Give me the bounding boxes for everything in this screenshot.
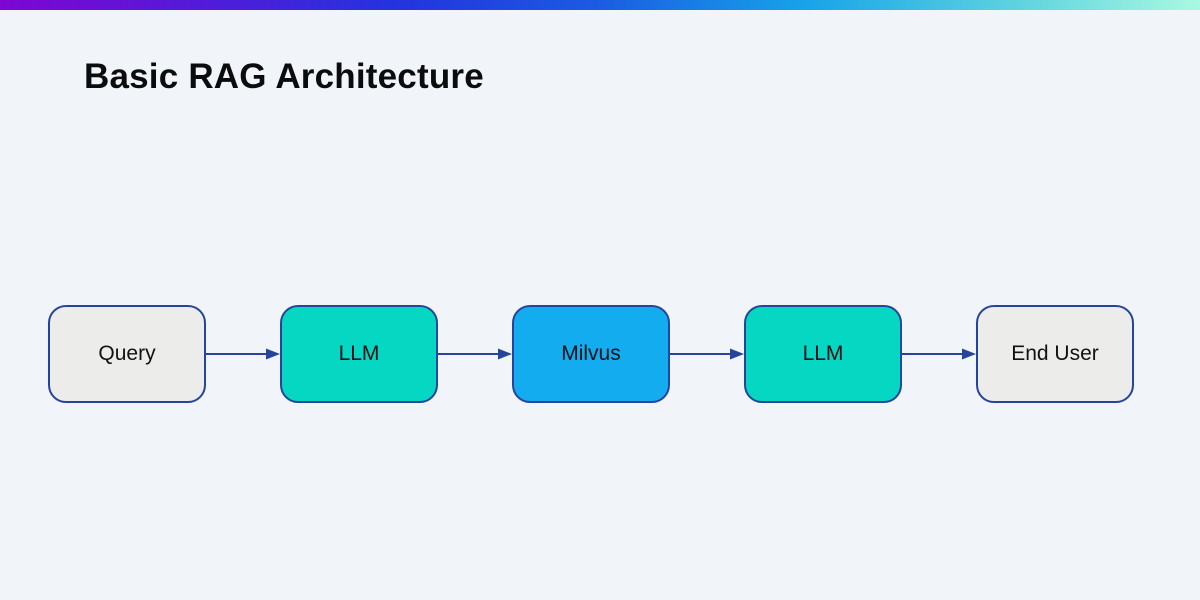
diagram-node-milvus: Milvus bbox=[512, 305, 670, 403]
page-title: Basic RAG Architecture bbox=[84, 57, 484, 96]
node-label: LLM bbox=[338, 342, 380, 365]
diagram-node-end-user: End User bbox=[976, 305, 1134, 403]
node-label: LLM bbox=[802, 342, 844, 365]
diagram-node-llm-1: LLM bbox=[280, 305, 438, 403]
node-label: Query bbox=[98, 342, 156, 365]
gradient-accent-bar bbox=[0, 0, 1200, 10]
flow-arrow bbox=[670, 348, 744, 360]
diagram-node-llm-2: LLM bbox=[744, 305, 902, 403]
flow-arrow bbox=[206, 348, 280, 360]
flow-arrow bbox=[438, 348, 512, 360]
node-label: End User bbox=[1011, 342, 1099, 365]
diagram-node-query: Query bbox=[48, 305, 206, 403]
node-label: Milvus bbox=[561, 342, 621, 365]
flow-arrow bbox=[902, 348, 976, 360]
rag-flow-diagram: Query LLM Milvus LLM End User bbox=[48, 305, 1134, 403]
